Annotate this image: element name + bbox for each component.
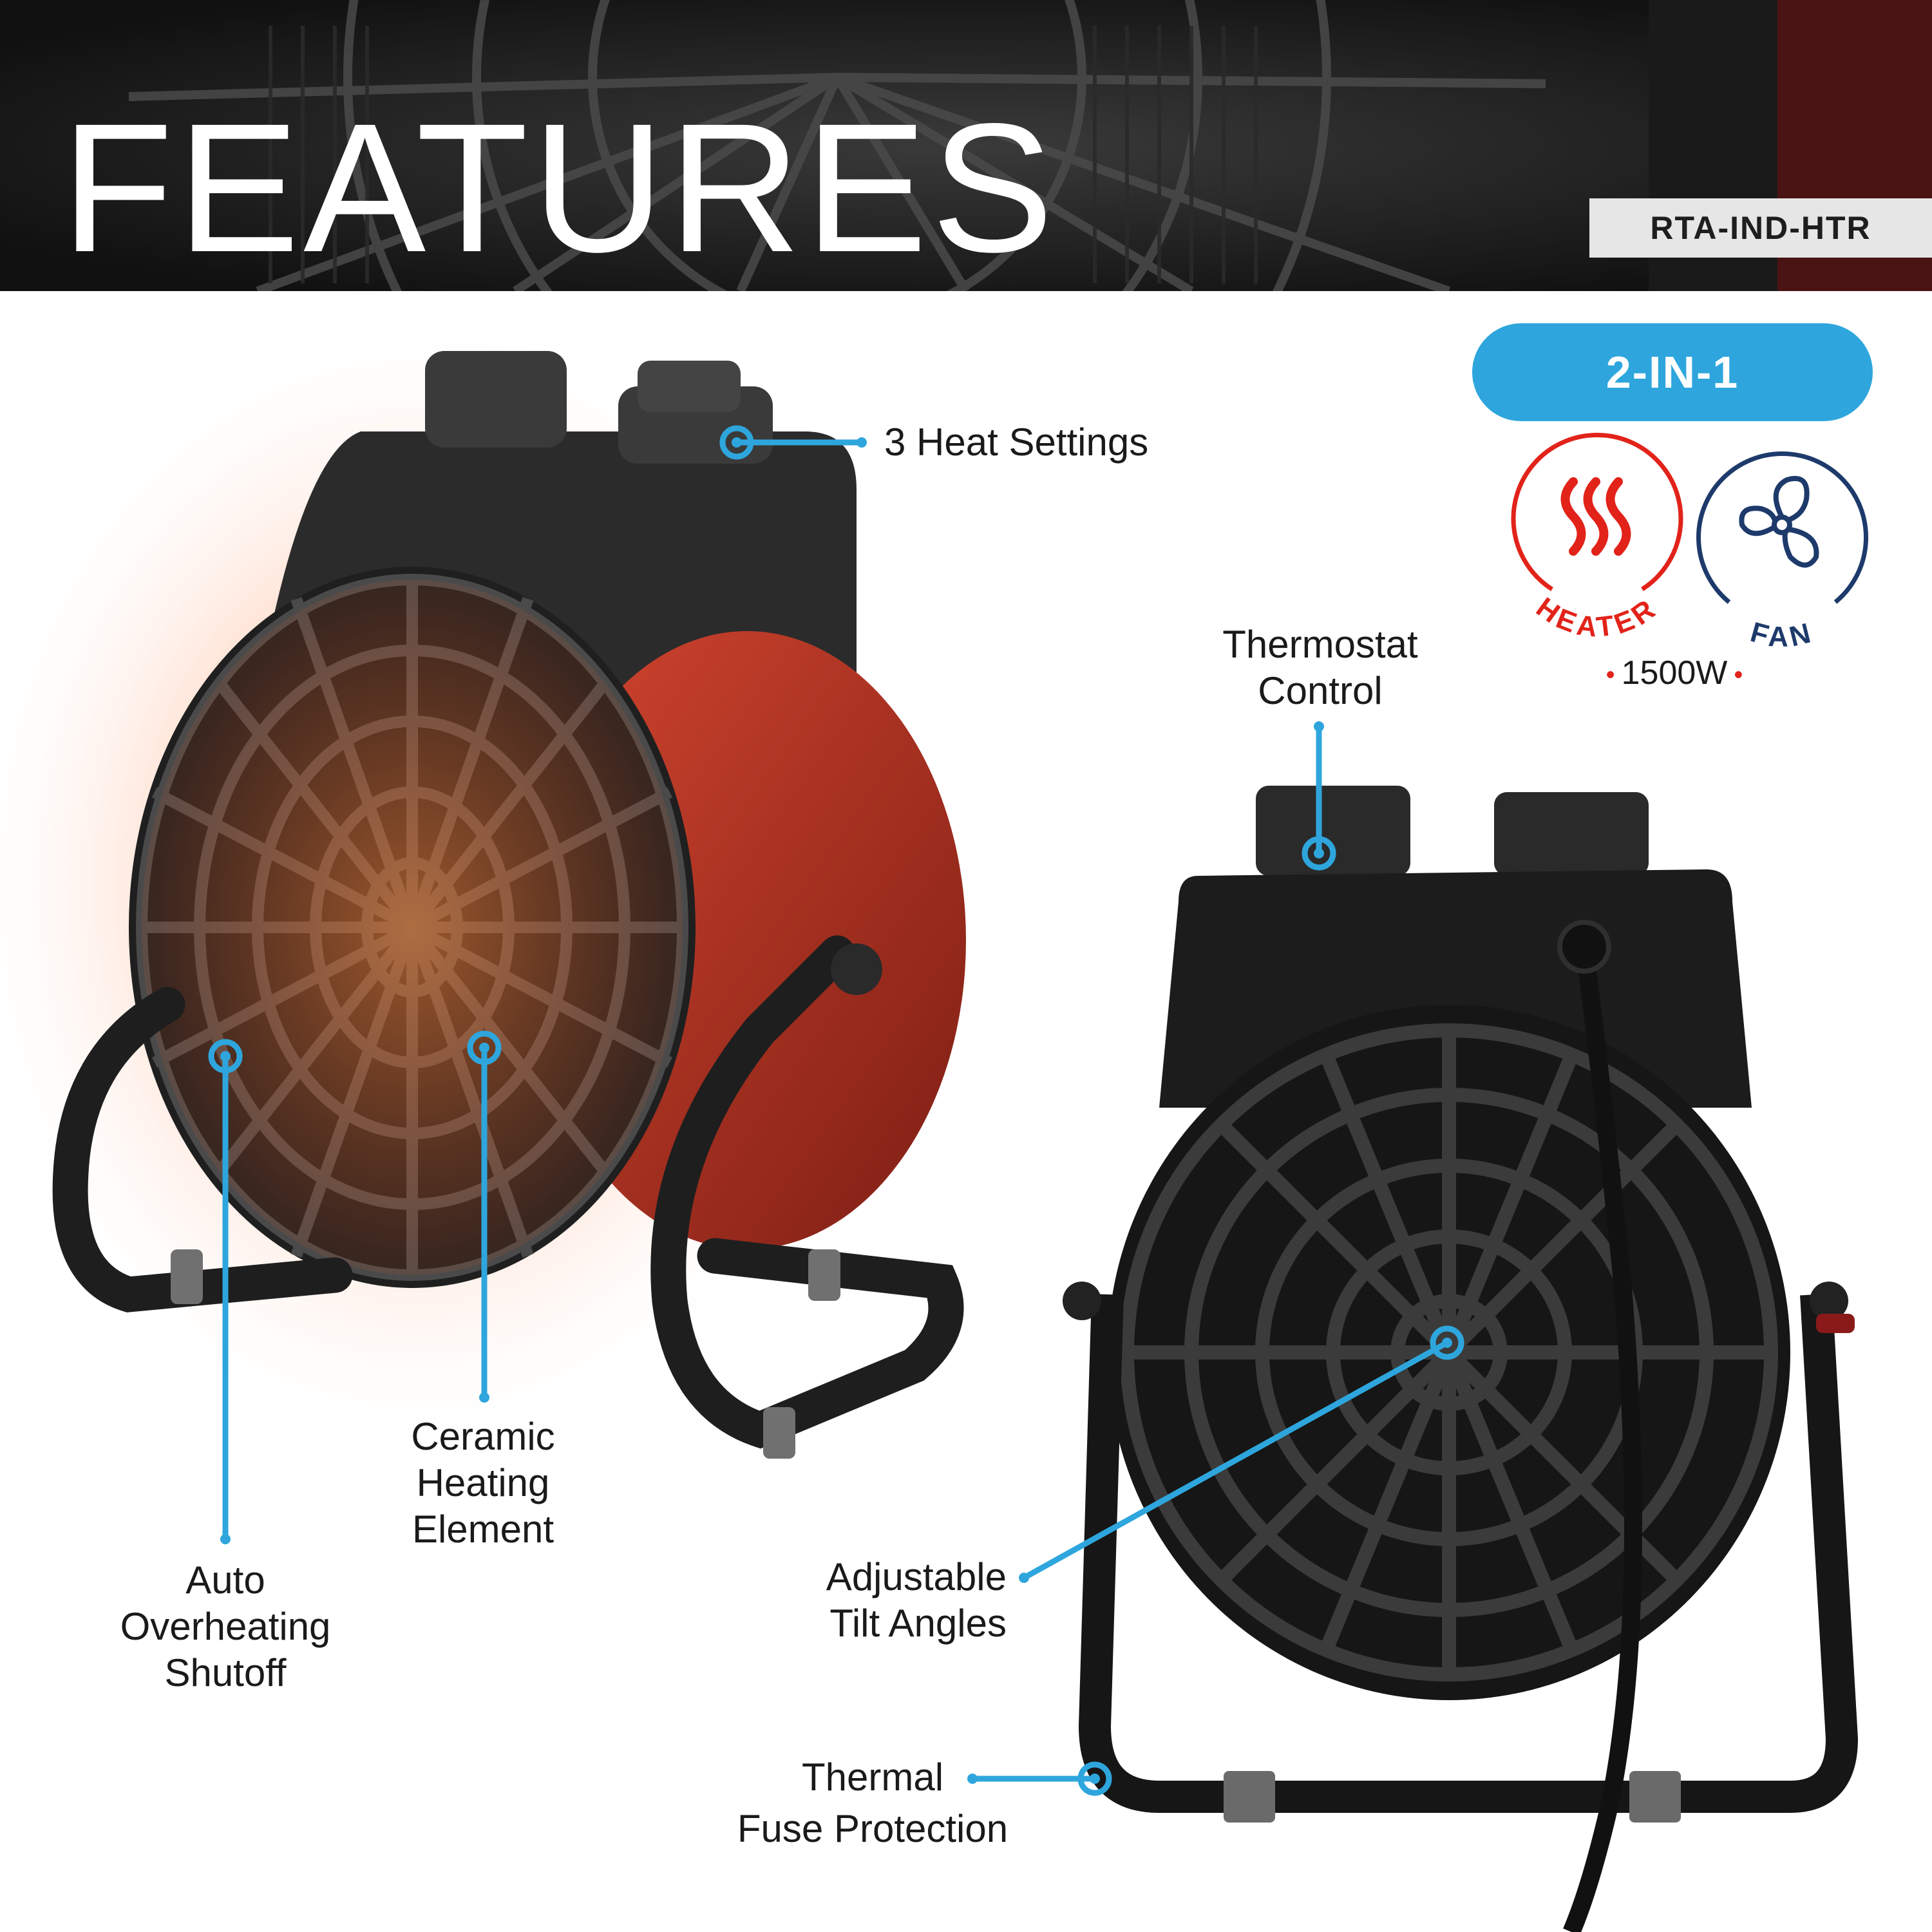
power-rating-value: 1500W [1621,654,1728,692]
marker-fuse [967,1761,1112,1796]
two-in-one-badge: 2-IN-1 [1472,323,1873,421]
heater-front-view [0,303,966,1462]
callout-fuse: Thermal Fuse Protection [696,1752,1050,1855]
callout-tilt-line-2: Tilt Angles [829,1602,1007,1645]
fan-blades-icon [1739,476,1819,568]
bullet-icon: • [1734,660,1743,689]
callout-overheating-line-2: Overheating [120,1605,331,1648]
callout-fuse-line-1: Thermal [801,1756,944,1799]
callout-markers [208,425,1464,1796]
callout-overheating: Auto Overheating Shutoff [84,1557,367,1696]
callout-ceramic-line-3: Element [412,1508,554,1551]
heater-rear-view [1063,786,1858,1932]
heater-mode-label: HEATER [1530,591,1663,643]
callout-ceramic: Ceramic Heating Element [354,1414,612,1553]
heat-waves-icon [1560,477,1631,556]
bullet-icon: • [1605,660,1615,689]
callout-overheating-line-3: Shutoff [164,1651,287,1694]
heater-mode-icon: HEATER [1511,433,1683,643]
callout-thermostat: Thermostat Control [1179,621,1462,714]
callout-lines [222,439,1449,1782]
callout-thermostat-line-1: Thermostat [1222,623,1418,666]
fan-mode-icon: FAN [1696,451,1868,653]
callout-tilt-line-1: Adjustable [826,1555,1007,1598]
callout-ceramic-line-2: Heating [416,1461,550,1504]
power-rating: •1500W• [1591,654,1758,692]
callout-ceramic-line-1: Ceramic [411,1415,555,1458]
page-title: FEATURES [61,86,1058,290]
callout-overheating-line-1: Auto [185,1558,265,1602]
model-number-badge: RTA-IND-HTR [1589,198,1932,258]
marker-heat-settings [719,425,867,460]
callout-fuse-line-2: Fuse Protection [737,1807,1009,1850]
header-banner: FEATURES RTA-IND-HTR [0,0,1932,291]
marker-ceramic [467,1030,502,1403]
marker-tilt [1019,1325,1464,1583]
callout-tilt: Adjustable Tilt Angles [800,1554,1007,1647]
callout-heat-settings: 3 Heat Settings [884,421,1149,464]
callout-thermostat-line-2: Control [1258,669,1383,712]
marker-overheating [208,1039,243,1544]
fan-mode-label: FAN [1747,616,1817,653]
marker-thermostat [1302,721,1336,871]
